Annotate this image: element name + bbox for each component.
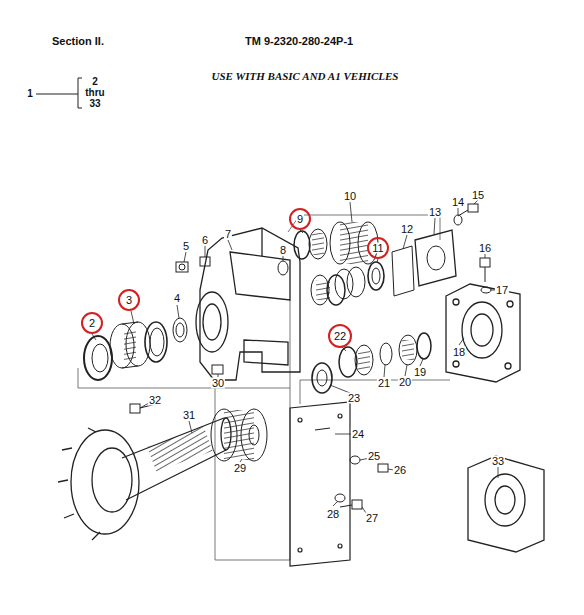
bracket-text: thru [85,88,104,98]
figure-number: 1 [27,89,33,99]
callout-number: 22 [333,331,347,342]
title: USE WITH BASIC AND A1 VEHICLES [212,71,399,82]
callout-number: 19 [413,367,427,378]
steering-knuckle [196,228,300,380]
callout-number: 32 [148,395,162,406]
bearing [339,345,373,377]
bracket-line [36,94,78,95]
callout-number: 13 [428,207,442,218]
fitting [176,262,188,272]
bracket [78,78,82,108]
callout-number: 20 [398,377,412,388]
leader-line [92,200,498,513]
callout-number: 18 [452,347,466,358]
spacer [380,343,392,365]
seal [84,336,112,380]
gasket [392,246,414,296]
seal [417,333,431,359]
highlight-circle [82,209,388,347]
seal [368,262,384,290]
callout-number: 9 [296,214,304,225]
callout-number: 3 [125,295,133,306]
callout-number: 12 [400,224,414,235]
callout-number: 26 [393,465,407,476]
callout-number: 27 [365,513,379,524]
washer [335,494,345,502]
seal [312,363,332,393]
housing [468,456,544,552]
callout-number: 28 [326,509,340,520]
callout-number: 15 [471,190,485,201]
spindle-hub [58,418,231,540]
bearing [399,335,417,365]
callout-number: 7 [224,229,232,240]
housing [446,284,520,382]
callout-number: 24 [351,429,365,440]
callout-number: 21 [377,378,391,389]
callout-number: 33 [491,456,505,467]
bearing [110,322,167,368]
bracket-text: 33 [89,99,100,109]
callout-number: 30 [211,378,225,389]
callout-number: 8 [279,245,287,256]
callout-number: 2 [88,318,96,329]
callout-number: 10 [343,191,357,202]
callout-number: 16 [478,243,492,254]
callout-number: 25 [367,451,381,462]
callout-number: 6 [201,235,209,246]
washer [350,456,360,464]
callout-number: 31 [182,410,196,421]
bolt [480,258,490,282]
callout-number: 11 [371,243,384,254]
section-heading: Section II. [52,36,104,47]
seal [173,318,187,342]
plate [290,402,350,566]
callout-number: 5 [182,241,190,252]
cover [415,230,456,286]
manual-number: TM 9-2320-280-24P-1 [245,36,353,47]
washer [454,215,462,225]
bracket-text: 2 [92,77,98,87]
callout-number: 17 [495,285,509,296]
fitting [212,365,223,374]
callout-number: 14 [451,197,465,208]
callout-number: 4 [173,293,181,304]
nut [378,464,388,472]
callout-number: 29 [233,463,247,474]
callout-number: 23 [347,393,361,404]
bearing [335,267,365,299]
washer [278,261,288,275]
